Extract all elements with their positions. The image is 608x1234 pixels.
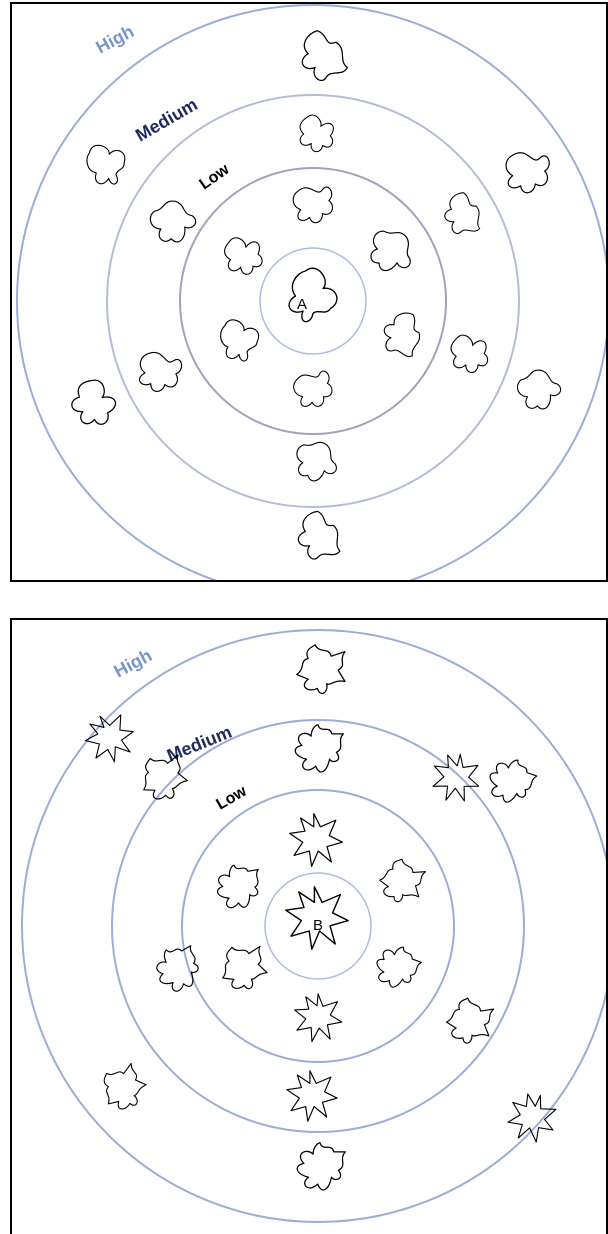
candidate-shape-b (103, 1062, 147, 1110)
ring-label-high-b: High (110, 645, 155, 681)
candidate-shape-a (505, 152, 550, 194)
candidate-shape-a (292, 186, 334, 224)
shape-set-a (71, 30, 562, 560)
center-label-a: A (297, 296, 307, 313)
similarity-rings-a: High Medium Low A (16, 4, 606, 580)
ring-center-b (264, 872, 372, 980)
candidate-shape-b (222, 945, 268, 990)
candidate-shape-b (294, 724, 344, 773)
candidate-shape-a (450, 334, 489, 374)
target-shape-b (285, 886, 349, 950)
ring-medium-a (106, 94, 520, 508)
candidate-shape-b (445, 997, 495, 1044)
ring-low-b (181, 789, 455, 1063)
candidate-shape-b (296, 1142, 346, 1191)
candidate-shape-b (143, 754, 188, 800)
candidate-shape-b (294, 993, 343, 1043)
candidate-shape-a (296, 441, 337, 482)
candidate-shape-b (296, 644, 346, 695)
candidate-shape-a (299, 114, 334, 153)
candidate-shape-a (224, 237, 263, 275)
candidate-shape-a (220, 319, 260, 362)
candidate-shape-a (86, 144, 126, 185)
candidate-shape-a (149, 200, 197, 243)
candidate-shape-b (288, 812, 344, 868)
ring-label-low-a: Low (197, 161, 233, 194)
ring-label-medium-b: Medium (164, 722, 235, 766)
candidate-shape-a (370, 230, 411, 272)
center-label-b: B (313, 917, 323, 934)
candidate-shape-b (376, 946, 423, 988)
diagram-panel-a: High Medium Low A (10, 2, 608, 582)
similarity-rings-b: High Medium Low B (21, 629, 606, 1223)
candidate-shape-a (383, 312, 421, 358)
ring-label-high-a: High (92, 21, 137, 57)
candidate-shape-b (432, 753, 480, 802)
candidate-shape-b (379, 858, 427, 903)
shape-set-b (84, 644, 557, 1191)
ring-medium-b (111, 719, 525, 1133)
candidate-shape-b (156, 945, 199, 992)
candidate-shape-a (138, 351, 183, 392)
candidate-shape-a (297, 510, 341, 560)
candidate-shape-a (444, 192, 481, 235)
candidate-shape-b (489, 759, 538, 803)
diagram-panel-b: High Medium Low B (10, 618, 608, 1234)
target-shape-a (288, 267, 338, 323)
candidate-shape-b (286, 1070, 338, 1122)
ring-low-a (179, 167, 447, 435)
candidate-shape-b (84, 714, 134, 763)
ring-high-a (16, 4, 606, 580)
candidate-shape-a (301, 30, 348, 82)
candidate-shape-b (217, 864, 259, 909)
candidate-shape-a (516, 369, 562, 410)
candidate-shape-a (293, 370, 333, 407)
ring-center-a (259, 247, 367, 355)
ring-label-low-b: Low (214, 782, 251, 813)
ring-label-medium-a: Medium (132, 94, 201, 145)
ring-high-b (21, 629, 606, 1223)
candidate-shape-b (507, 1093, 557, 1143)
candidate-shape-a (71, 379, 117, 425)
